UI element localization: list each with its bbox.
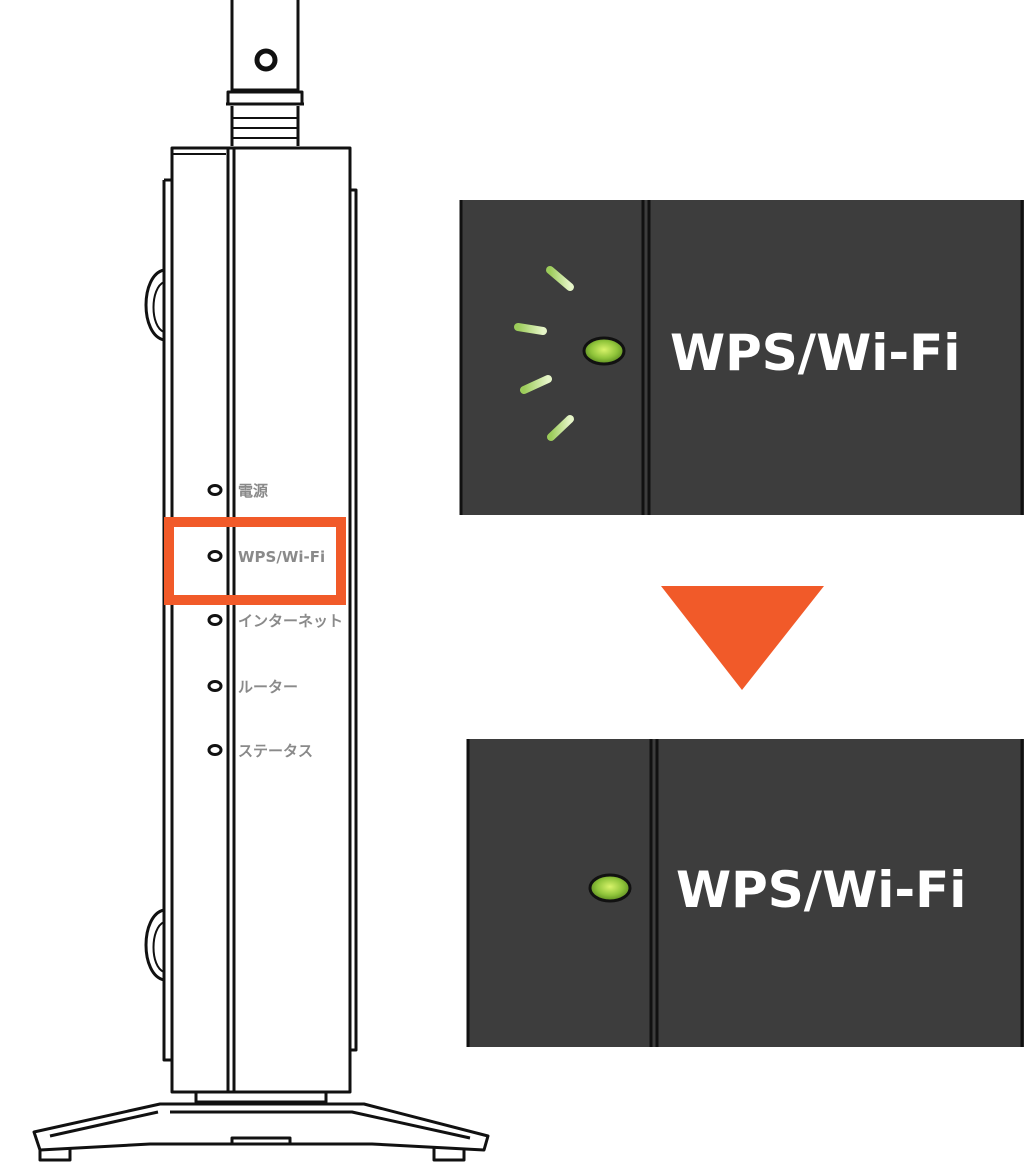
blink-rays-icon xyxy=(514,266,574,441)
panel-steady-led xyxy=(588,873,632,903)
router-led-list: 電源 WPS/Wi-Fi インターネット ルーター ステータス xyxy=(207,482,343,760)
led-power: 電源 xyxy=(207,482,268,500)
panel-blinking-led xyxy=(582,336,626,366)
led-router-indicator xyxy=(207,680,223,692)
wps-highlight-box xyxy=(164,517,346,605)
led-status-label: ステータス xyxy=(238,742,313,760)
router-stand xyxy=(32,1092,490,1162)
led-internet-indicator xyxy=(207,614,223,626)
router-illustration xyxy=(32,0,490,1162)
led-status: ステータス xyxy=(207,742,313,760)
antenna xyxy=(226,0,304,146)
router-body xyxy=(144,146,358,1094)
panel-steady-bg xyxy=(468,739,1024,1047)
panel-blinking-label: WPS/Wi-Fi xyxy=(670,324,960,382)
led-power-indicator xyxy=(207,484,223,496)
arrow-down-icon xyxy=(661,586,824,690)
led-wps-label: WPS/Wi-Fi xyxy=(238,548,325,566)
led-power-label: 電源 xyxy=(238,482,268,500)
led-status-indicator xyxy=(207,744,223,756)
led-router: ルーター xyxy=(207,678,298,696)
panel-steady-label: WPS/Wi-Fi xyxy=(676,861,966,919)
panel-blinking-bg xyxy=(461,200,1024,515)
panel-steady: WPS/Wi-Fi xyxy=(466,739,1024,1047)
led-internet: インターネット xyxy=(207,612,343,630)
led-router-label: ルーター xyxy=(238,678,298,696)
led-wps: WPS/Wi-Fi xyxy=(207,548,325,566)
panel-blinking: WPS/Wi-Fi xyxy=(459,200,1024,515)
led-wps-indicator xyxy=(207,550,223,562)
led-internet-label: インターネット xyxy=(238,612,343,630)
